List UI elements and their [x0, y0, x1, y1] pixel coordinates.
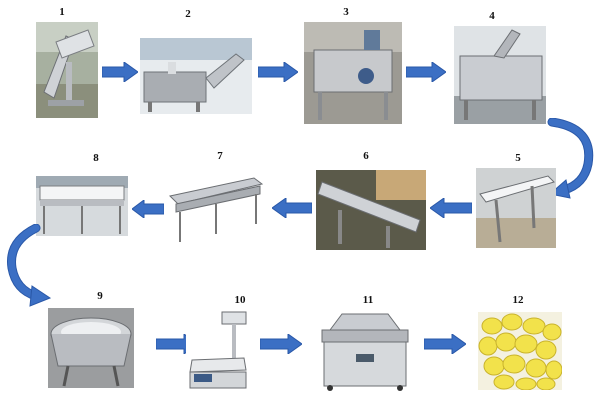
step-number-12: 12 — [512, 294, 524, 306]
step-4-blanching-tank-photo — [454, 26, 546, 124]
step-number-8: 8 — [93, 152, 99, 164]
step-number-6: 6 — [363, 150, 369, 162]
step-number-5: 5 — [515, 152, 521, 164]
step-number-2: 2 — [185, 8, 191, 20]
step-number-10: 10 — [234, 294, 246, 306]
step-number-7: 7 — [217, 150, 223, 162]
step-6-screw-conveyor-photo — [316, 170, 426, 250]
step-number-11: 11 — [362, 294, 374, 306]
arrow-1-to-2 — [102, 62, 138, 82]
step-3-peeling-machine-photo — [304, 22, 402, 124]
step-8-picking-table-photo — [36, 176, 128, 236]
step-5-belt-conveyor-photo — [476, 168, 556, 248]
step-9-drying-dewatering-machine-photo — [48, 308, 134, 388]
arrow-8-to-9-curved — [6, 224, 52, 308]
arrow-2-to-3 — [258, 62, 298, 82]
step-number-9: 9 — [97, 290, 103, 302]
step-10-weighing-scale-photo — [186, 310, 248, 392]
step-number-4: 4 — [489, 10, 495, 22]
step-7-roller-sorting-machine-photo — [166, 172, 266, 244]
arrow-11-to-12 — [424, 334, 466, 354]
step-1-tipping-hoist-photo — [36, 22, 98, 118]
arrow-10-to-11 — [260, 334, 302, 354]
step-11-vacuum-packing-machine-photo — [316, 310, 414, 392]
arrow-7-to-8 — [132, 200, 164, 218]
step-number-1: 1 — [59, 6, 65, 18]
step-number-3: 3 — [343, 6, 349, 18]
step-12-packed-peeled-potatoes-photo — [478, 312, 562, 390]
arrow-6-to-7 — [272, 198, 312, 218]
step-2-washing-machine-photo — [140, 38, 252, 114]
arrow-5-to-6 — [430, 198, 472, 218]
arrow-3-to-4 — [406, 62, 446, 82]
